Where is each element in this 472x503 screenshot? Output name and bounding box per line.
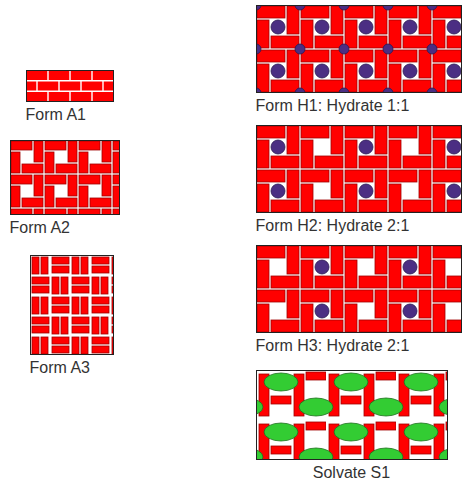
form-caption: Form A1 (26, 105, 86, 125)
form-caption: Form H3: Hydrate 2:1 (256, 336, 410, 356)
form-caption: Form H1: Hydrate 1:1 (256, 96, 410, 116)
crystal-form-box: Solvate S1 (256, 370, 448, 460)
crystal-form-box: Form A2 (10, 140, 120, 215)
form-caption: Form H2: Hydrate 2:1 (256, 216, 410, 236)
crystal-form-box: Form H1: Hydrate 1:1 (256, 5, 462, 93)
crystal-form-box: Form A1 (26, 70, 114, 102)
form-caption: Form A2 (10, 218, 70, 238)
form-caption: Solvate S1 (313, 463, 390, 483)
crystal-form-box: Form A3 (30, 255, 114, 355)
crystal-form-box: Form H2: Hydrate 2:1 (256, 125, 462, 213)
form-caption: Form A3 (30, 358, 90, 378)
crystal-form-box: Form H3: Hydrate 2:1 (256, 245, 462, 333)
